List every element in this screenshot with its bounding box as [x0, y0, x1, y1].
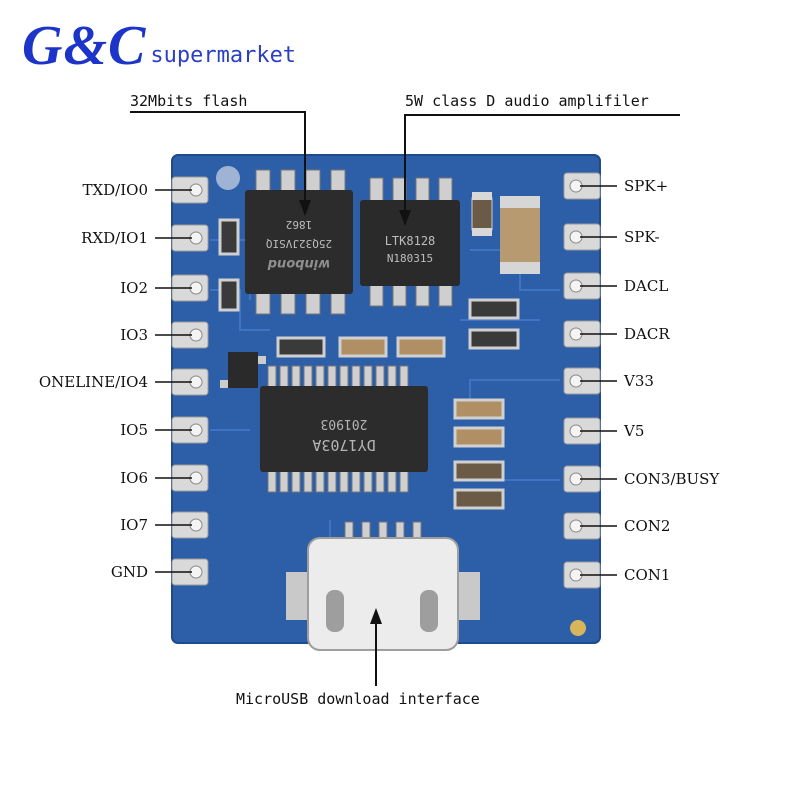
- flash-part: 25Q32JVSIQ: [266, 237, 332, 250]
- right-pin-label: CON3/BUSY: [624, 470, 720, 488]
- amp-callout-label: 5W class D audio amplifiler: [405, 92, 649, 110]
- main-part: DY1703A: [312, 436, 375, 454]
- left-pin-label: IO5: [120, 421, 148, 439]
- right-pin-label: SPK-: [624, 228, 660, 246]
- right-pin-label: V33: [624, 372, 654, 390]
- amp-chip: LTK8128 N180315: [360, 177, 460, 307]
- left-pin-label: IO7: [120, 516, 148, 534]
- right-pin-label: CON1: [624, 566, 671, 584]
- capacitors: [471, 192, 540, 274]
- flash-callout-arrow: [130, 111, 311, 216]
- transistor: [220, 352, 266, 388]
- amp-part: LTK8128: [385, 234, 436, 248]
- amp-callout-arrow: [399, 114, 680, 226]
- left-pin-label: TXD/IO0: [82, 181, 148, 199]
- left-pin-label: RXD/IO1: [81, 229, 148, 247]
- brand-header: G&C supermarket: [22, 18, 296, 74]
- right-pin-label: SPK+: [624, 177, 669, 195]
- main-code: 201903: [321, 416, 368, 431]
- right-pin-label: DACR: [624, 325, 670, 343]
- right-pin-label: DACL: [624, 277, 669, 295]
- left-pin-label: ONELINE/IO4: [38, 373, 148, 391]
- brand-logo: G&C: [22, 15, 147, 77]
- flash-callout-label: 32Mbits flash: [130, 92, 248, 110]
- right-pin-label: V5: [624, 422, 645, 440]
- left-pin-label: IO6: [120, 469, 148, 487]
- flash-chip: 1862 25Q32JVSIQ winbond: [245, 169, 353, 315]
- usb-callout-label: MicroUSB download interface: [236, 690, 480, 708]
- flash-brand: winbond: [267, 256, 330, 271]
- fiducial-top: [216, 166, 240, 190]
- usb-connector: [286, 521, 480, 651]
- left-pad-holes: [189, 183, 203, 579]
- amp-code: N180315: [387, 252, 433, 265]
- main-chip: 201903 DY1703A: [260, 365, 428, 493]
- right-pin-label: CON2: [624, 517, 671, 535]
- left-pin-label: IO3: [120, 326, 148, 344]
- left-pointers: [155, 189, 192, 573]
- left-pin-label: GND: [110, 563, 148, 581]
- left-pin-label: IO2: [120, 279, 148, 297]
- fiducial-bottom: [570, 620, 586, 636]
- brand-word: supermarket: [150, 43, 297, 68]
- resistors: [218, 218, 520, 510]
- usb-callout-arrow: [370, 608, 382, 686]
- flash-code: 1862: [286, 218, 313, 231]
- right-pointers: [580, 185, 617, 576]
